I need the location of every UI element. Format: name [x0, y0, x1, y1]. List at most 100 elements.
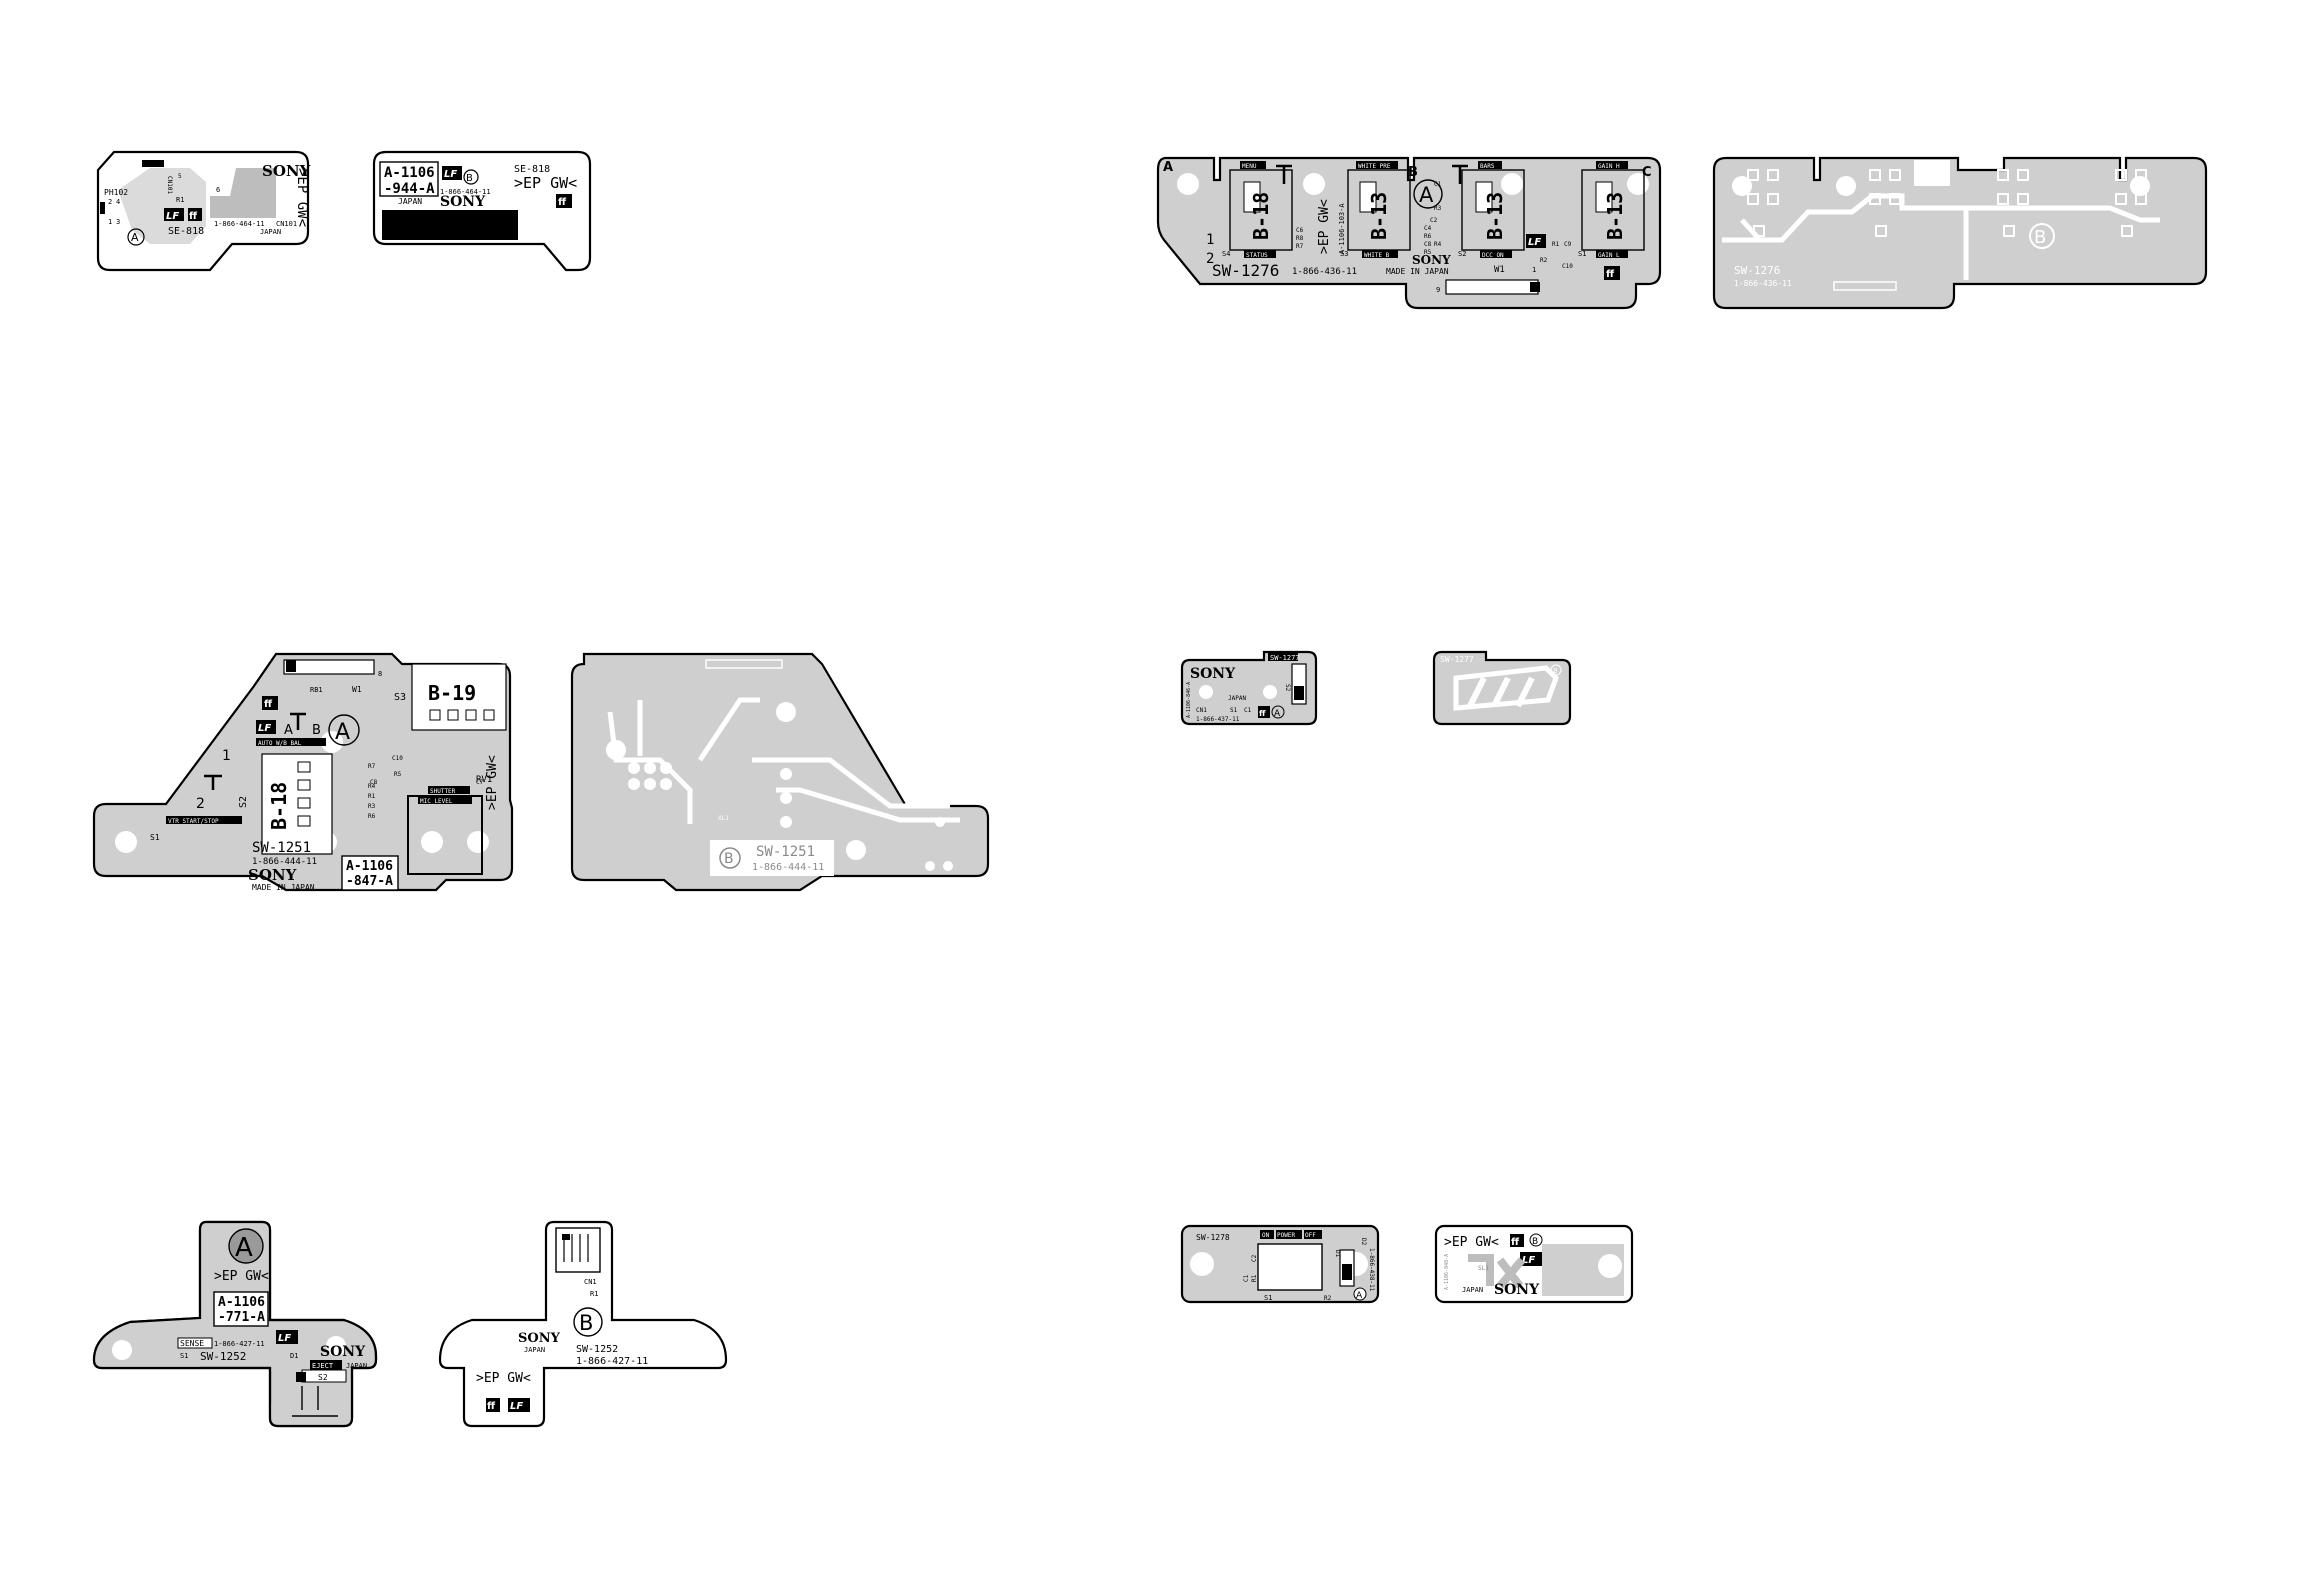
- sw1276a-r6: R6: [1424, 233, 1432, 240]
- svg-text:LF: LF: [258, 723, 271, 734]
- sw1276a-label-b: B: [1408, 165, 1418, 180]
- board-sw1251-side-a: B-19 B-18 A ff LF A B RB1 W1 8 S3 S2 S1 …: [92, 652, 514, 892]
- sw1277a-vert: A-1106-846-A: [1186, 682, 1192, 718]
- se818a-p5: 5: [178, 173, 182, 180]
- se818b-country: JAPAN: [398, 197, 422, 206]
- sw1252b-epgw: >EP GW<: [476, 1371, 531, 1386]
- sw1276a-r8: R8: [1296, 235, 1304, 242]
- sw1251a-n2: 2: [196, 796, 205, 812]
- sw1276a-ff-mark: ff: [1604, 266, 1620, 280]
- sw1251a-r7: R7: [368, 763, 376, 770]
- board-sw1278-side-a: SW-1278 ON POWER OFF C1 C2 R1 S1 R2 D1 D…: [1180, 1224, 1380, 1304]
- sw1276a-switch-labels: MENU WHITE PRE BARS GAIN H STATUS WHITE …: [1240, 161, 1628, 259]
- sw1251a-b18: B-18: [267, 782, 291, 830]
- sw1276a-c10: C10: [1562, 263, 1573, 270]
- sw1251a-s1: S1: [150, 833, 160, 842]
- svg-text:B: B: [724, 851, 734, 867]
- svg-text:LF: LF: [1522, 1255, 1535, 1266]
- sw1276a-n9: 9: [1436, 286, 1440, 294]
- sw1276a-n2: 2: [1206, 251, 1214, 267]
- sw1251a-s2: S2: [238, 796, 249, 808]
- sw1252a-num1: A-1106: [218, 1295, 265, 1310]
- sw1251a-b: B: [312, 723, 321, 738]
- sw1252a-s2: S2: [318, 1373, 328, 1382]
- sw1278a-d2: D2: [1360, 1238, 1367, 1246]
- svg-text:A: A: [1356, 1291, 1363, 1301]
- sw1251a-r4: R4: [368, 783, 376, 790]
- sw1276a-r5: R5: [1424, 249, 1432, 256]
- sw1252a-sense: SENSE: [180, 1339, 204, 1348]
- sw1252a-epgw: >EP GW<: [214, 1269, 269, 1284]
- sw1278a-r2: R2: [1324, 1295, 1332, 1302]
- se818a-part: 1-866-464-11: [214, 220, 265, 228]
- svg-text:LF: LF: [510, 1401, 523, 1412]
- board-sw1252-side-a: A >EP GW< A-1106 -771-A LF SENSE 1-866-4…: [92, 1220, 378, 1428]
- sw1276a-c6: C6: [1296, 227, 1304, 234]
- sw1276a-label-a: A: [1163, 160, 1173, 175]
- svg-text:LF: LF: [166, 211, 179, 222]
- sw1276b-part: 1-866-436-11: [1734, 279, 1792, 288]
- sw1277a-part: 1-866-437-11: [1196, 716, 1240, 723]
- sw1252a-num2: -771-A: [218, 1310, 265, 1325]
- sw1252b-ff-mark: ff: [486, 1398, 500, 1412]
- sw1276a-gain-h: GAIN H: [1598, 163, 1620, 170]
- sw1251a-n1: 1: [222, 748, 231, 764]
- sw1251a-shutter: SHUTTER: [430, 788, 456, 795]
- sw1251a-n8: 8: [378, 670, 382, 678]
- sw1252a-country: JAPAN: [346, 1362, 367, 1370]
- se818b-black-strip: [382, 210, 518, 240]
- sw1251a-made: MADE IN JAPAN: [252, 883, 315, 892]
- sw1276a-num: A-1106-103-A: [1338, 203, 1346, 254]
- svg-text:ff: ff: [1511, 1237, 1520, 1248]
- sw1252a-lf-mark: LF: [276, 1330, 298, 1344]
- sw1251a-w1: W1: [352, 685, 362, 694]
- svg-text:B: B: [1532, 1237, 1538, 1247]
- sw1276a-brand: SONY: [1412, 253, 1451, 267]
- sw1276a-white-pre: WHITE PRE: [1358, 163, 1391, 170]
- sw1278a-c1: C1: [1243, 1274, 1250, 1282]
- sw1277a-c1: C1: [1244, 707, 1252, 714]
- sw1251a-rv1: RV1: [476, 775, 492, 785]
- svg-text:LF: LF: [444, 169, 457, 180]
- sw1277a-ff-mark: ff: [1258, 706, 1270, 718]
- sw1251a-brand: SONY: [248, 866, 297, 884]
- sw1276b-model: SW-1276: [1734, 264, 1780, 277]
- sw1276a-r4: R4: [1434, 241, 1442, 248]
- sw1277a-country: JAPAN: [1228, 695, 1246, 702]
- se818b-num1: A-1106: [384, 165, 435, 181]
- sw1251a-a: A: [284, 723, 293, 738]
- sw1278b-lf-mark: LF: [1520, 1252, 1542, 1266]
- sw1276a-c8: C8: [1424, 241, 1432, 248]
- sw1278b-ff-mark: ff: [1510, 1234, 1524, 1248]
- sw1278a-power: POWER: [1277, 1232, 1295, 1239]
- sw1278a-side-circle: A: [1353, 1287, 1367, 1301]
- sw1276a-c1: C1: [1434, 181, 1442, 188]
- board-sw1278-side-b: >EP GW< ff B LF SL1 A-1106-848-A JAPAN S…: [1434, 1224, 1634, 1304]
- se818a-cn101-conn: CN101: [166, 176, 173, 194]
- sw1251a-num1: A-1106: [346, 859, 393, 874]
- sw1251a-r6: R6: [368, 813, 376, 820]
- svg-text:B: B: [579, 1311, 593, 1335]
- sw1278a-c2: C2: [1251, 1254, 1258, 1262]
- sw1276a-made: MADE IN JAPAN: [1386, 267, 1449, 276]
- sw1277a-cn1: CN1: [1196, 707, 1207, 714]
- sw1278b-sl1: SL1: [1478, 1265, 1489, 1272]
- sw1251a-vtr: VTR START/STOP: [168, 818, 219, 825]
- board-sw1276-side-b: B SW-1276 1-866-436-11: [1712, 156, 2208, 310]
- sw1276a-c2: C2: [1430, 217, 1438, 224]
- sw1278b-country: JAPAN: [1462, 1286, 1483, 1294]
- se818b-lf-mark: LF: [442, 166, 462, 180]
- se818b-model: SE-818: [514, 164, 550, 175]
- se818a-cn101: CN101: [276, 220, 297, 228]
- sw1276a-menu: MENU: [1242, 163, 1257, 170]
- se818b-epgw: >EP GW<: [514, 174, 577, 192]
- svg-text:A: A: [131, 231, 139, 244]
- sw1277a-model: SW-1277: [1270, 654, 1300, 662]
- sw1278a-s1: S1: [1264, 1294, 1272, 1302]
- sw1252a-model: SW-1252: [200, 1350, 246, 1363]
- sw1278a-r1: R1: [1251, 1274, 1258, 1282]
- se818a-brand: SONY: [262, 162, 311, 180]
- sw1251a-r5: R5: [394, 771, 402, 778]
- sw1276a-b13-1: B-13: [1367, 192, 1391, 240]
- se818b-part: 1-866-464-11: [440, 188, 491, 196]
